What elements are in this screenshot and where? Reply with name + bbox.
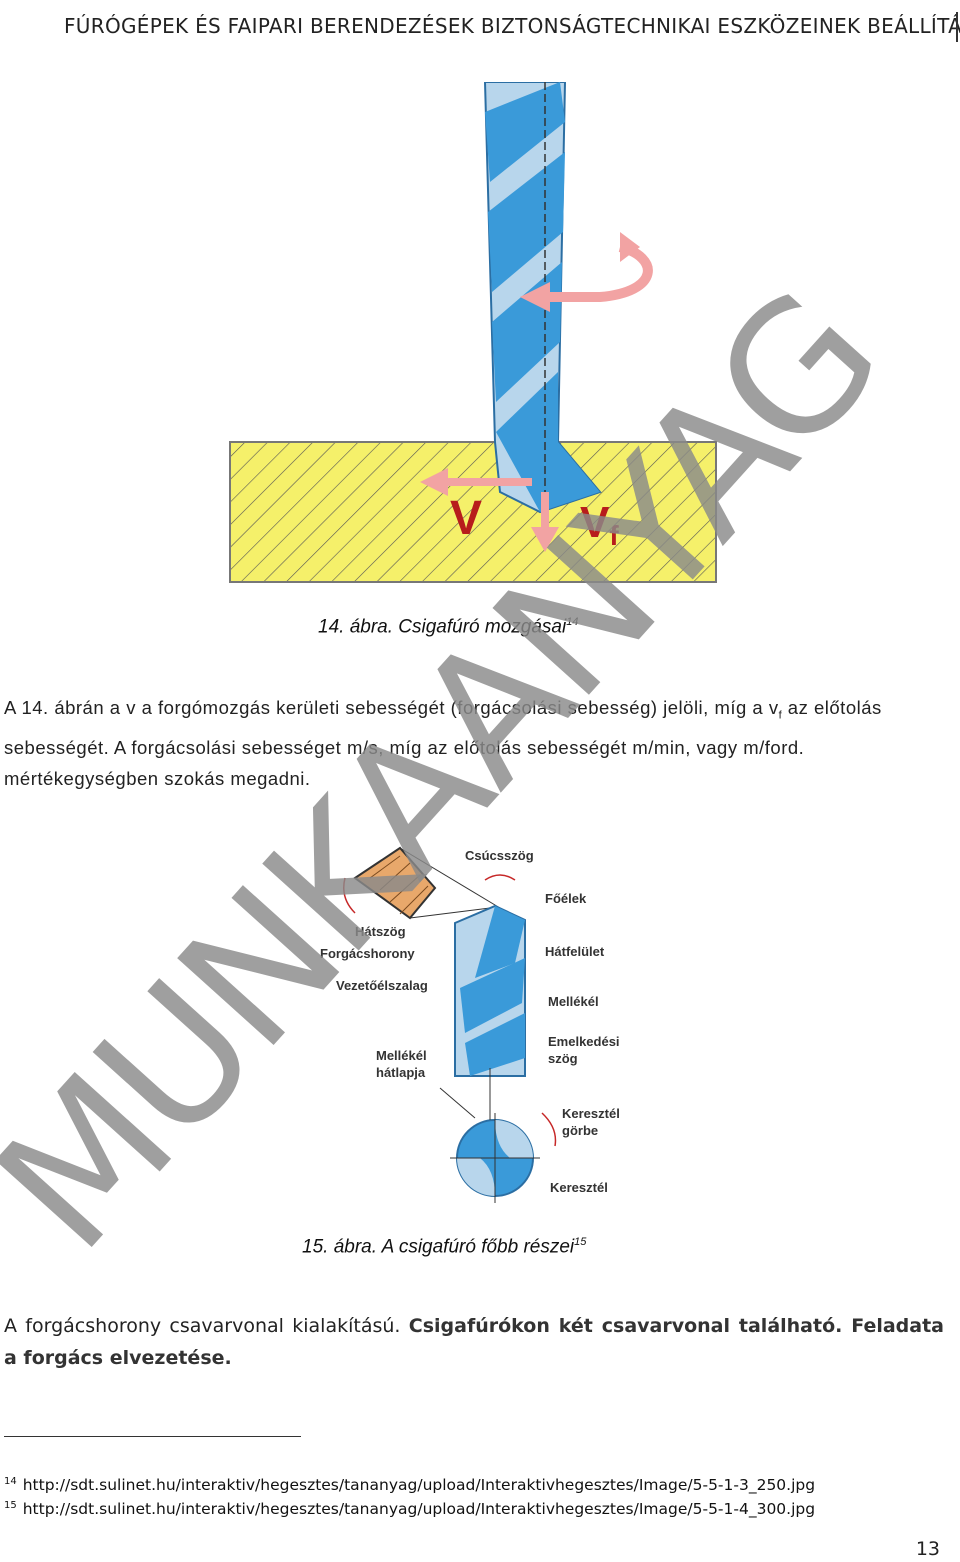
label-mellekel-hatlapja-1: Mellékél (376, 1048, 427, 1063)
label-keresztel-gorbe-1: Keresztél (562, 1106, 620, 1121)
drill-body-small (454, 904, 526, 1077)
label-keresztel: Keresztél (550, 1180, 608, 1195)
label-vf: V (580, 498, 610, 547)
label-vf-sub: f (609, 520, 619, 551)
header-title: FÚRÓGÉPEK ÉS FAIPARI BERENDEZÉSEK BIZTON… (64, 14, 960, 38)
svg-text:Vf: Vf (580, 498, 619, 551)
footnote-15-link[interactable]: http://sdt.sulinet.hu/interaktiv/hegeszt… (22, 1500, 816, 1519)
label-csucsszog: Csúcsszög (465, 848, 534, 863)
figure-14-caption: 14. ábra. Csigafúró mozgásai14 (318, 616, 579, 638)
label-forgacshorony: Forgácshorony (320, 946, 415, 961)
drill-cross-section (450, 1113, 540, 1203)
rotation-arrowtop (620, 232, 640, 262)
workpiece (229, 441, 717, 583)
header-rule (956, 12, 958, 42)
label-mellekel-hatlapja-2: hátlapja (376, 1065, 426, 1080)
label-v: V (450, 492, 482, 545)
figure-14-drill-movement: V Vf (229, 82, 717, 583)
label-emelkedesi: Emelkedési (548, 1034, 620, 1049)
label-mellekel: Mellékél (548, 994, 599, 1009)
figure-15-drill-parts: Csúcsszög Főélek Hátszög Forgácshorony H… (320, 846, 620, 1203)
paragraph-2: A forgácshorony csavarvonal kialakítású.… (4, 1315, 944, 1369)
paragraph-1: A 14. ábrán a v a forgómozgás kerületi s… (4, 697, 882, 789)
page-header: FÚRÓGÉPEK ÉS FAIPARI BERENDEZÉSEK BIZTON… (0, 12, 960, 42)
label-szog: szög (548, 1051, 578, 1066)
label-keresztel-gorbe-2: görbe (562, 1123, 598, 1138)
cutting-detail-inset (353, 846, 437, 920)
label-foelek: Főélek (545, 891, 587, 906)
figure-15-caption: 15. ábra. A csigafúró főbb részei15 (302, 1236, 587, 1258)
rotation-arrowhead (520, 282, 550, 312)
footnote-14-link[interactable]: http://sdt.sulinet.hu/interaktiv/hegeszt… (22, 1476, 816, 1495)
footnote-separator (4, 1436, 301, 1437)
label-vezetoelszalag: Vezetőélszalag (336, 978, 428, 993)
feed-arrowhead (531, 527, 559, 552)
velocity-arrowhead (420, 468, 448, 496)
page-number: 13 (915, 1538, 940, 1560)
label-hatfelulet: Hátfelület (545, 944, 605, 959)
label-hatszog: Hátszög (355, 924, 406, 939)
